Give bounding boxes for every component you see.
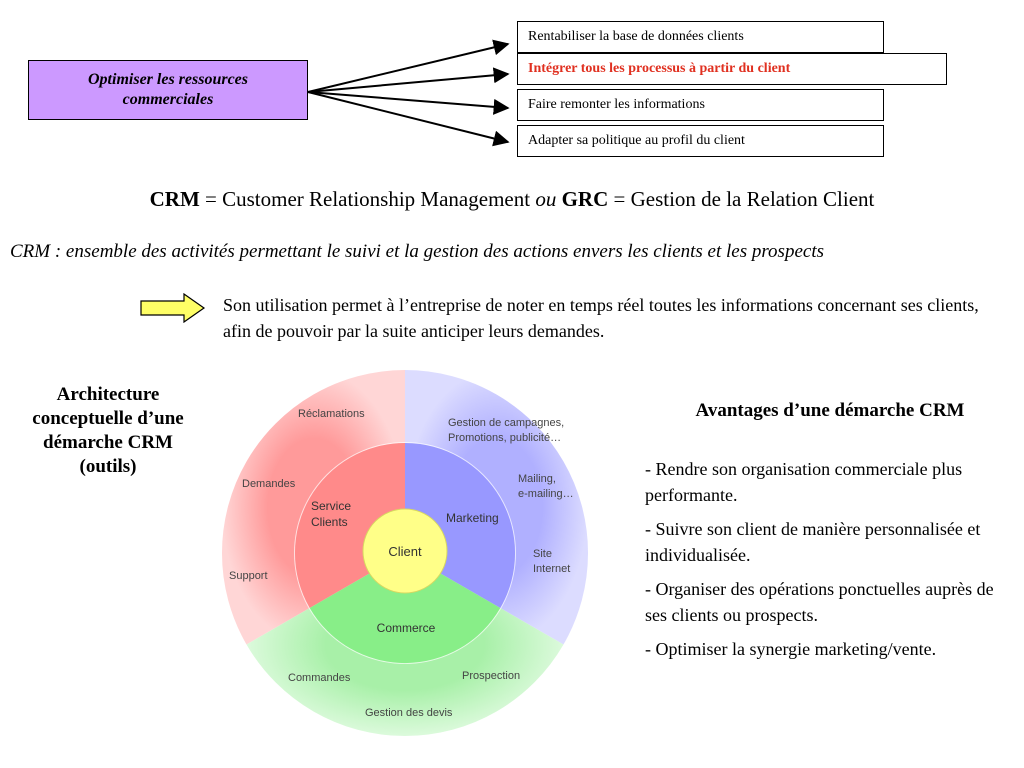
target-box-3: Faire remonter les informations bbox=[517, 89, 884, 121]
target-box-4: Adapter sa politique au profil du client bbox=[517, 125, 884, 157]
source-box: Optimiser les ressources commerciales bbox=[28, 60, 308, 120]
arrow-2 bbox=[307, 67, 510, 93]
target-box-1: Rentabiliser la base de données clients bbox=[517, 21, 884, 53]
commandes-label: Commandes bbox=[288, 672, 351, 684]
yellow-arrow-icon bbox=[140, 293, 206, 323]
mailing-label-2: e-mailing… bbox=[518, 488, 574, 500]
sector-commerce bbox=[309, 553, 501, 664]
crm-acronym: CRM bbox=[149, 187, 200, 211]
arrow-4 bbox=[307, 91, 510, 147]
site-label-2: Internet bbox=[533, 563, 570, 575]
grc-expansion: = Gestion de la Relation Client bbox=[608, 187, 875, 211]
advantage-item: - Suivre son client de manière personnal… bbox=[645, 519, 981, 565]
source-line-2: commerciales bbox=[122, 91, 214, 108]
crm-wheel-diagram: Client Service Clients Marketing Commerc… bbox=[221, 370, 589, 737]
support-label: Support bbox=[229, 570, 268, 582]
target-label-1: Rentabiliser la base de données clients bbox=[528, 29, 744, 44]
client-center bbox=[362, 508, 448, 594]
advantage-item: - Optimiser la synergie marketing/vente. bbox=[645, 639, 937, 659]
advantages-list: - Rendre son organisation commerciale pl… bbox=[645, 456, 1020, 670]
arch-line-2: conceptuelle d’une bbox=[32, 408, 184, 429]
source-line-1: Optimiser les ressources bbox=[88, 71, 248, 88]
advantage-item: - Rendre son organisation commerciale pl… bbox=[645, 459, 963, 505]
site-label-1: Site bbox=[533, 548, 552, 560]
crm-ou: ou bbox=[535, 187, 557, 211]
grc-acronym: GRC bbox=[556, 187, 609, 211]
usage-text: Son utilisation permet à l’entreprise de… bbox=[223, 295, 979, 341]
marketing-label: Marketing bbox=[446, 511, 499, 525]
crm-expansion: = Customer Relationship Management bbox=[199, 187, 536, 211]
arch-line-1: Architecture bbox=[56, 384, 160, 405]
campagnes-label-2: Promotions, publicité… bbox=[448, 432, 561, 444]
crm-title: CRM = Customer Relationship Management o… bbox=[0, 187, 1024, 212]
mailing-label-1: Mailing, bbox=[518, 473, 556, 485]
arrow-3 bbox=[307, 91, 510, 115]
campagnes-label-1: Gestion de campagnes, bbox=[448, 417, 564, 429]
architecture-title: Architecture conceptuelle d’une démarche… bbox=[8, 383, 208, 479]
connector-arrows bbox=[307, 39, 510, 147]
service-clients-label-1: Service bbox=[311, 499, 351, 513]
target-label-4: Adapter sa politique au profil du client bbox=[528, 133, 745, 148]
advantage-item: - Organiser des opérations ponctuelles a… bbox=[645, 579, 994, 625]
demandes-label: Demandes bbox=[242, 478, 296, 490]
client-label: Client bbox=[388, 544, 422, 559]
service-clients-label-2: Clients bbox=[311, 515, 348, 529]
devis-label: Gestion des devis bbox=[365, 707, 453, 719]
target-label-3: Faire remonter les informations bbox=[528, 97, 705, 112]
reclamations-label: Réclamations bbox=[298, 408, 365, 420]
target-label-2: Intégrer tous les processus à partir du … bbox=[528, 61, 791, 76]
crm-definition: CRM : ensemble des activités permettant … bbox=[10, 241, 824, 262]
target-box-2: Intégrer tous les processus à partir du … bbox=[517, 53, 947, 85]
commerce-label: Commerce bbox=[377, 621, 436, 635]
arch-line-4: (outils) bbox=[79, 456, 137, 477]
arch-line-3: démarche CRM bbox=[43, 432, 173, 453]
advantages-title: Avantages d’une démarche CRM bbox=[695, 400, 965, 421]
prospection-label: Prospection bbox=[462, 670, 520, 682]
arrow-1 bbox=[307, 39, 510, 93]
